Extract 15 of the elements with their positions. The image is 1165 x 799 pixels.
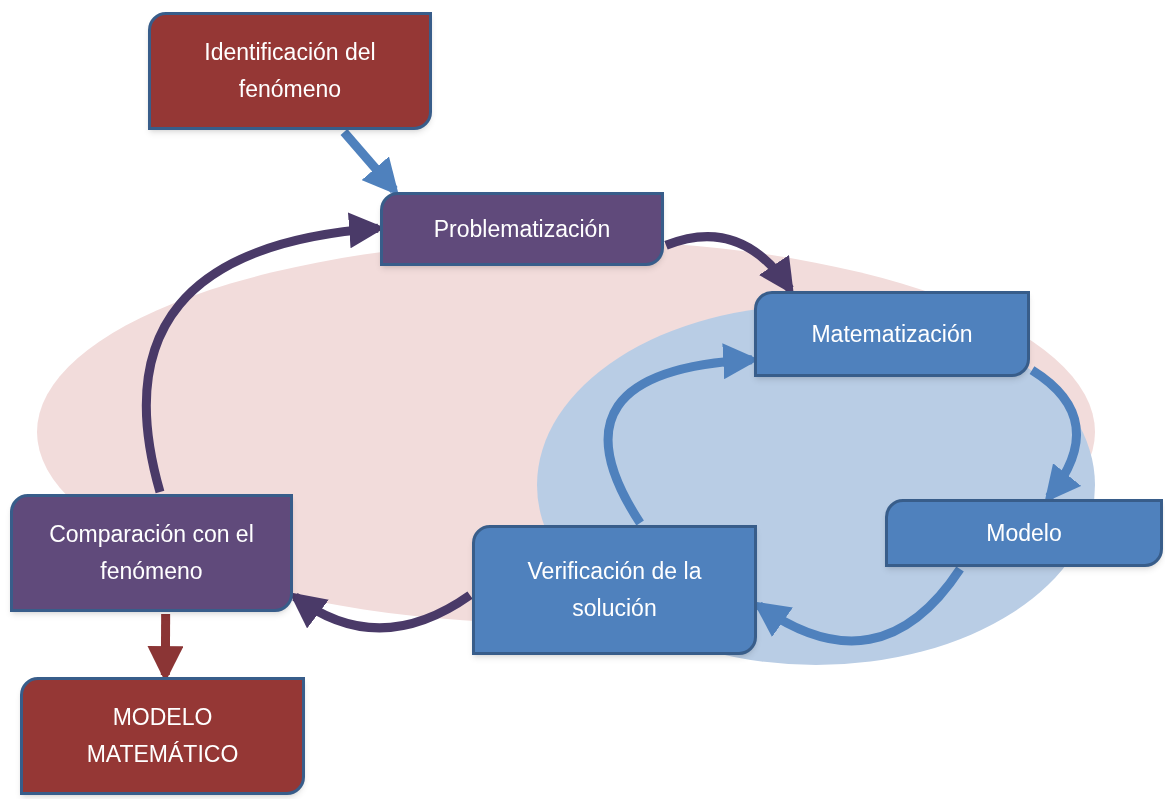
box-label: Problematización (433, 214, 611, 244)
process-box (885, 499, 1163, 567)
process-box (754, 291, 1030, 377)
box-label: Matematización (811, 319, 973, 349)
process-box (472, 525, 757, 655)
arrow (340, 129, 399, 196)
box-label: Comparación con el fenómeno (48, 520, 255, 586)
box-label: MODELO MATEMÁTICO (85, 703, 240, 769)
process-box (20, 677, 305, 795)
box-label: Verificación de la solución (526, 557, 703, 623)
process-box (148, 12, 432, 130)
process-box (10, 494, 293, 612)
box-label: Identificación del fenómeno (203, 38, 377, 104)
box-label: Modelo (986, 518, 1062, 548)
process-box (380, 192, 664, 266)
